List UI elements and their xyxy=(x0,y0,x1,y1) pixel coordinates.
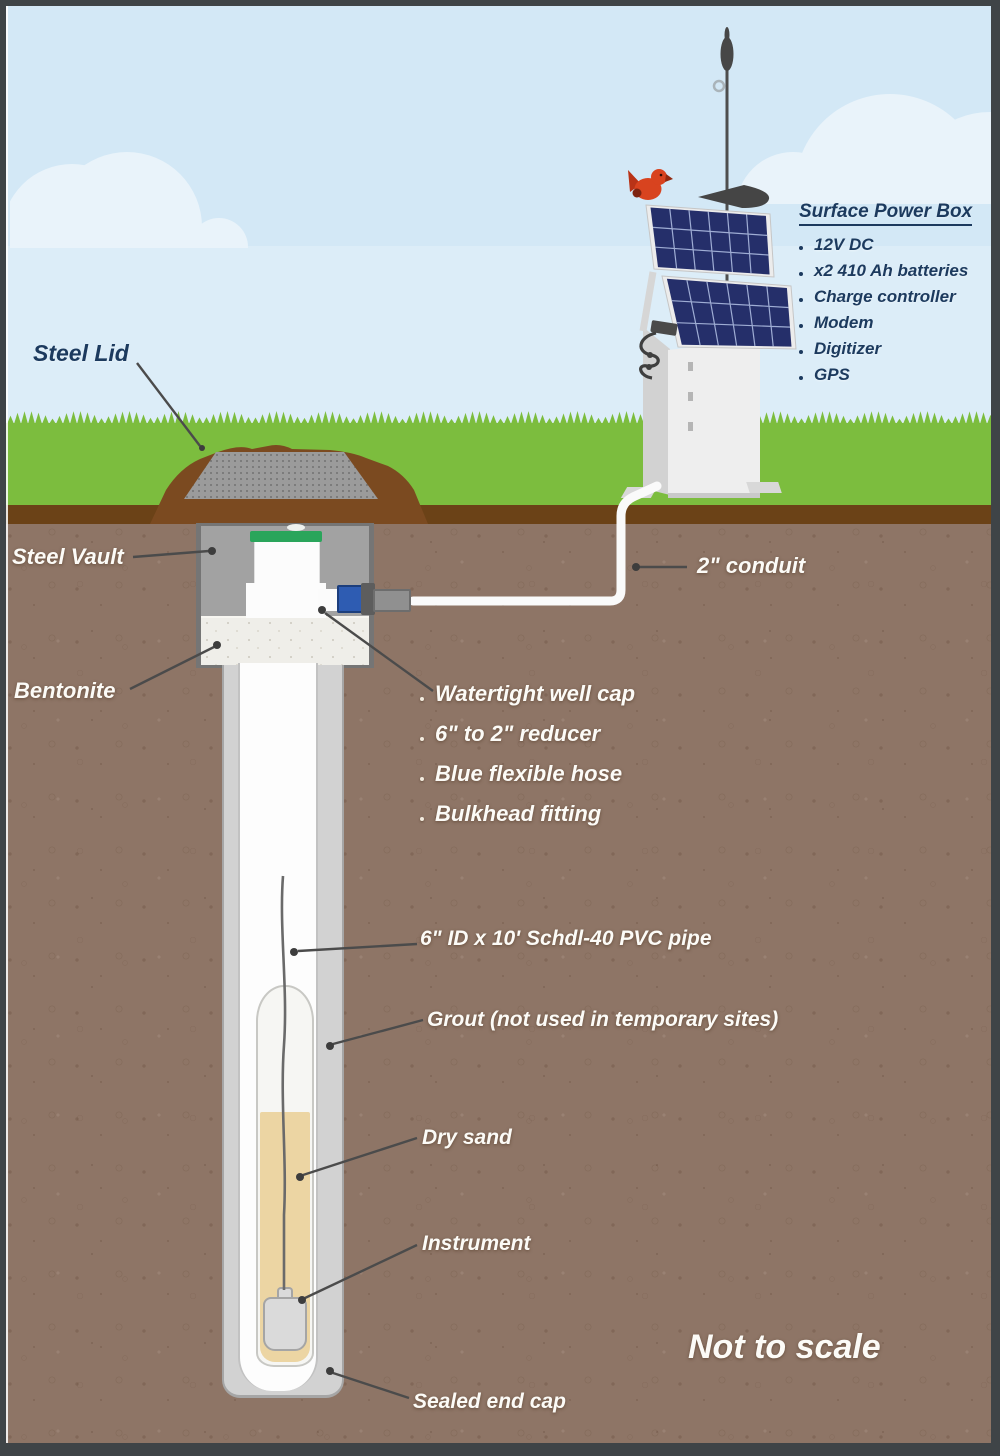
pvc-pipe-label: 6" ID x 10' Schdl-40 PVC pipe xyxy=(420,927,712,950)
well-cap-green-top xyxy=(250,531,322,542)
wellhead-item: 6" to 2" reducer xyxy=(435,721,601,746)
bentonite-label: Bentonite xyxy=(14,678,116,703)
well-cap-body xyxy=(254,542,320,584)
surface-power-box-list: 12V DC x2 410 Ah batteries Charge contro… xyxy=(799,235,972,385)
blue-hose-fitting xyxy=(337,585,363,613)
cap-vent xyxy=(287,524,305,531)
power-item: x2 410 Ah batteries xyxy=(814,261,969,280)
cloud-left xyxy=(10,152,248,248)
dry-sand-label: Dry sand xyxy=(422,1126,512,1149)
bullet-icon xyxy=(799,324,803,328)
hinge-icon xyxy=(688,392,693,401)
bullet-icon xyxy=(799,376,803,380)
power-box-foot-right xyxy=(746,482,782,493)
steel-lid xyxy=(184,452,378,499)
conduit-label: 2" conduit xyxy=(697,553,806,578)
power-box-side xyxy=(643,327,670,495)
grout-label: Grout (not used in temporary sites) xyxy=(427,1008,779,1031)
power-box-front xyxy=(668,340,760,498)
bullet-icon xyxy=(799,298,803,302)
wellhead-item: Bulkhead fitting xyxy=(435,801,602,826)
surface-power-box: Surface Power Box 12V DC x2 410 Ah batte… xyxy=(799,201,973,385)
well-cap-flange xyxy=(246,583,326,618)
bullet-icon xyxy=(799,272,803,276)
bullet-icon xyxy=(420,697,424,701)
steel-vault-label: Steel Vault xyxy=(12,544,124,569)
wellhead-list: Watertight well cap 6" to 2" reducer Blu… xyxy=(420,681,635,827)
wellhead-item: Watertight well cap xyxy=(435,681,636,706)
topsoil-strip xyxy=(0,505,1000,524)
not-to-scale-note: Not to scale xyxy=(688,1328,881,1366)
bentonite-layer xyxy=(201,616,369,665)
soil xyxy=(0,524,1000,1443)
instrument xyxy=(263,1297,307,1351)
power-box-foot-left xyxy=(620,487,658,498)
wellhead-item: Blue flexible hose xyxy=(435,761,623,786)
bullet-icon xyxy=(420,777,424,781)
cloud-right xyxy=(700,84,993,204)
power-box-base-shadow xyxy=(668,493,760,498)
bulkhead-sleeve xyxy=(373,589,411,612)
power-item: Digitizer xyxy=(814,339,882,358)
bullet-icon xyxy=(799,246,803,250)
bulkhead-nut xyxy=(361,583,375,615)
power-item: Charge controller xyxy=(814,287,956,306)
reducer-stub xyxy=(318,589,338,611)
power-item: GPS xyxy=(814,365,850,384)
grass xyxy=(0,423,1000,506)
bullet-icon xyxy=(799,350,803,354)
bullet-icon xyxy=(420,817,424,821)
power-item: Modem xyxy=(814,313,874,332)
hinge-icon xyxy=(688,422,693,431)
sealed-end-cap-label: Sealed end cap xyxy=(413,1390,566,1413)
hinge-icon xyxy=(688,362,693,371)
power-item: 12V DC xyxy=(814,235,874,254)
instrument-label: Instrument xyxy=(422,1232,531,1255)
surface-power-box-title: Surface Power Box xyxy=(799,201,973,226)
bullet-icon xyxy=(420,737,424,741)
steel-lid-label: Steel Lid xyxy=(33,340,129,366)
